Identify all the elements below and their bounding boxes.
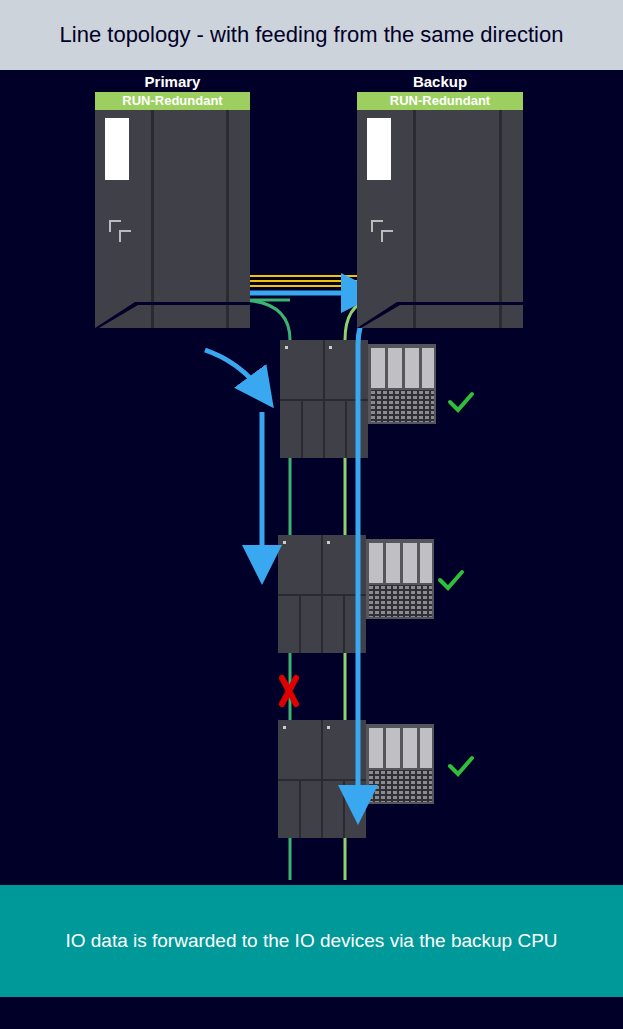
title-text: Line topology - with feeding from the sa… xyxy=(30,22,594,48)
title-band: Line topology - with feeding from the sa… xyxy=(0,0,623,70)
cpu-heading: Backup xyxy=(357,72,523,92)
cpu-housing xyxy=(95,110,250,328)
status-band: RUN-Redundant xyxy=(357,92,523,110)
status-band: RUN-Redundant xyxy=(95,92,250,110)
cpu-module: BackupRUN-Redundant xyxy=(357,72,523,328)
caption-band: IO data is forwarded to the IO devices v… xyxy=(0,885,623,997)
caption-text: IO data is forwarded to the IO devices v… xyxy=(25,929,597,953)
sync-cable xyxy=(250,276,357,286)
cpu-housing xyxy=(357,110,523,328)
cpu-module: PrimaryRUN-Redundant xyxy=(95,72,250,328)
cpu-heading: Primary xyxy=(95,72,250,92)
